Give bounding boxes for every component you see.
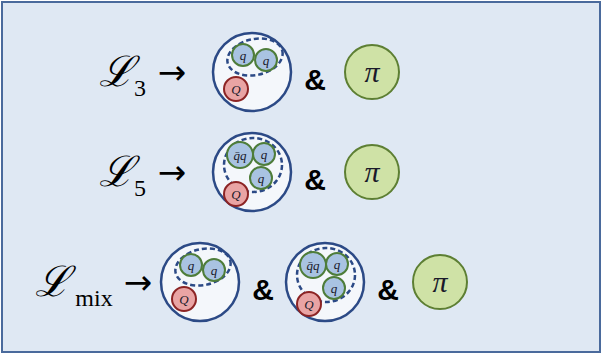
light-quark-circle: q xyxy=(252,142,276,166)
light-quark-circle: q̄q xyxy=(299,251,327,279)
heavy-quark-circle: Q xyxy=(296,291,322,317)
ampersand: & xyxy=(252,275,274,305)
panel xyxy=(2,2,600,352)
particle-label: q xyxy=(211,264,218,277)
arrow-symbol: → xyxy=(158,55,187,89)
particle-label: π xyxy=(432,267,447,297)
lagrangian-symbol: ℒ xyxy=(35,261,70,303)
particle-label: Q xyxy=(179,293,188,306)
ampersand: & xyxy=(377,275,399,305)
light-quark-circle: q xyxy=(254,48,278,72)
particle-label: q xyxy=(263,54,270,67)
heavy-quark-circle: Q xyxy=(171,286,197,312)
baryon-circle xyxy=(286,243,364,321)
light-quark-circle: q xyxy=(179,253,203,277)
particle-label: q xyxy=(334,258,341,271)
particle-label: Q xyxy=(231,83,240,96)
pion-circle: π xyxy=(344,144,400,200)
particle-label: q̄q xyxy=(234,149,247,162)
particle-label: q xyxy=(188,259,195,272)
light-quark-circle: q xyxy=(249,166,273,190)
arrow-symbol: → xyxy=(158,155,187,189)
ampersand: & xyxy=(304,65,326,95)
lagrangian-symbol: ℒ xyxy=(99,151,134,193)
arrow-symbol: → xyxy=(124,265,153,299)
diquark-outline xyxy=(224,34,286,81)
light-quark-circle: q xyxy=(325,252,349,276)
particle-label: q xyxy=(240,49,247,62)
light-quark-circle: q̄q xyxy=(226,141,254,169)
particle-label: q̄q xyxy=(307,259,320,272)
light-quark-circle: q xyxy=(231,43,255,67)
pion-circle: π xyxy=(412,254,468,310)
baryon-circle xyxy=(213,133,291,211)
particle-label: Q xyxy=(304,298,313,311)
heavy-quark-circle: Q xyxy=(223,181,249,207)
particle-label: q xyxy=(331,282,338,295)
particle-label: q xyxy=(261,148,268,161)
light-quark-circle: q xyxy=(202,258,226,282)
particle-label: π xyxy=(364,57,379,87)
lagrangian-symbol: ℒ xyxy=(99,51,134,93)
pion-circle: π xyxy=(344,44,400,100)
diquark-outline xyxy=(172,244,234,291)
lagrangian-subscript: 5 xyxy=(134,176,146,200)
particle-label: q xyxy=(258,172,265,185)
baryon-circle xyxy=(213,33,291,111)
baryon-circle xyxy=(161,243,239,321)
heavy-quark-circle: Q xyxy=(223,76,249,102)
particle-label: Q xyxy=(231,188,240,201)
lagrangian-subscript: 3 xyxy=(134,76,146,100)
ampersand: & xyxy=(304,165,326,195)
light-quark-circle: q xyxy=(322,276,346,300)
particle-label: π xyxy=(364,157,379,187)
lagrangian-subscript: mix xyxy=(75,286,112,310)
